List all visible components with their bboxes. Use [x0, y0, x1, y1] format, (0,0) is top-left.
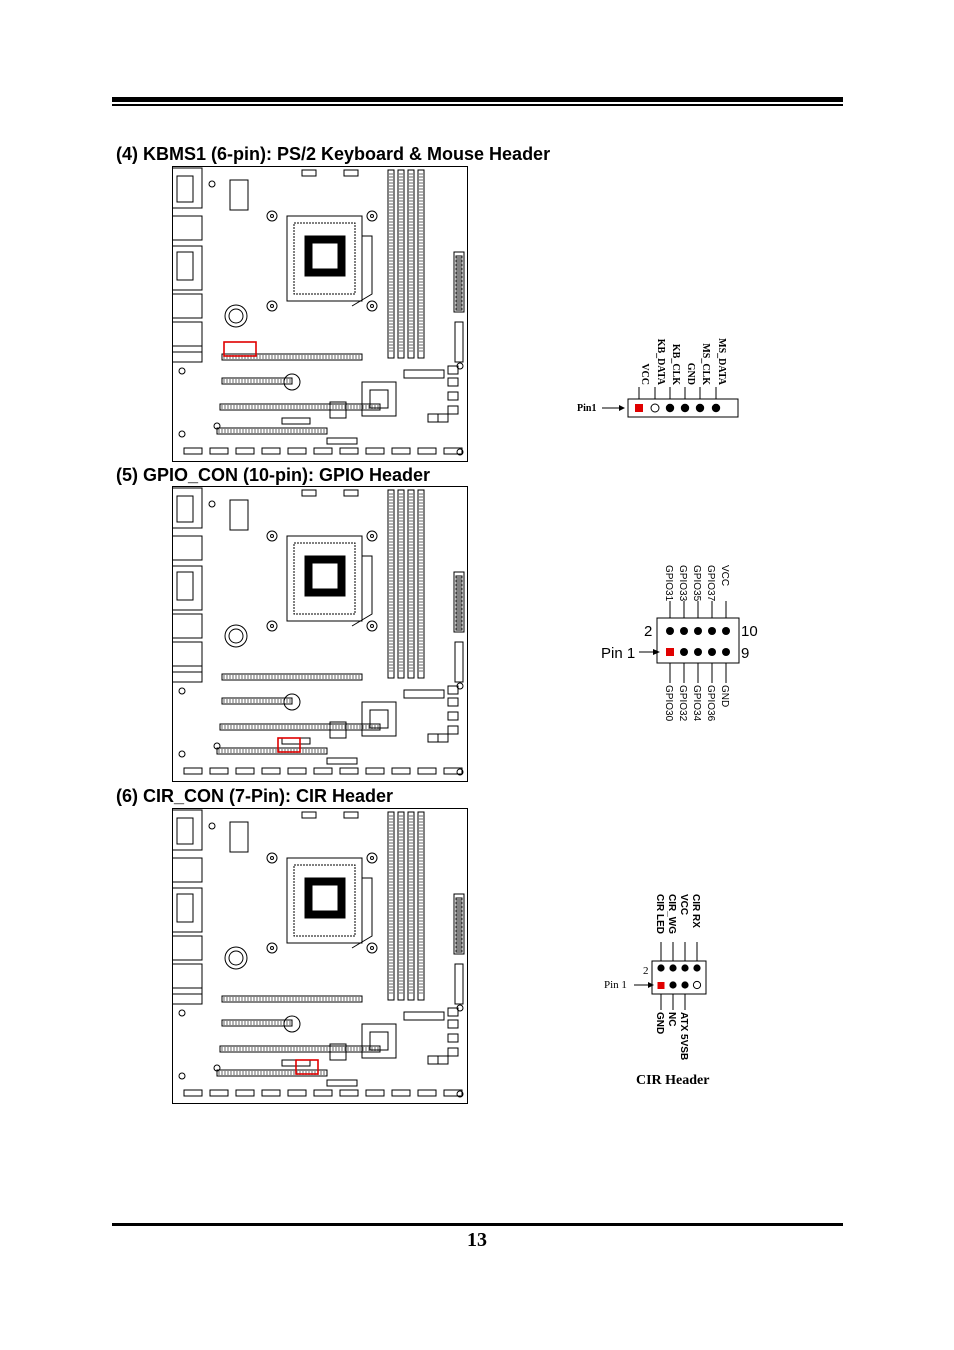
kbms1-pin1-label: Pin1 [577, 403, 596, 414]
kbms1-pin-4 [680, 403, 690, 413]
cir-bottom-pin-label: GND [654, 1012, 665, 1034]
page-number: 13 [467, 1229, 487, 1251]
gpio-bottom-pin-label: GPIO32 [677, 685, 688, 722]
cir-top-pin-label: CIR LED [654, 894, 665, 934]
cir-bottom-pin [669, 981, 677, 989]
cir-row-label-2: 2 [643, 965, 649, 977]
kbms1-pin-6 [711, 403, 721, 413]
kbms1-pin-label: MS_CLK [700, 343, 711, 385]
kbms1-pin-label: MS_DATA [716, 338, 727, 386]
motherboard-diagram-kbms1 [172, 166, 468, 462]
cir-bottom-pin [681, 981, 689, 989]
bottom-rule [112, 1223, 843, 1226]
gpio-row-label-2: 2 [644, 623, 652, 640]
cir-pin-1 [657, 982, 665, 989]
cir-bottom-pin-label: NC [666, 1012, 677, 1026]
kbms1-pin-2 [650, 403, 660, 413]
gpio-top-pin-label: GPIO37 [705, 565, 716, 602]
motherboard-diagram-cir [172, 808, 468, 1104]
cir-empty-pin [692, 980, 702, 990]
gpio-top-pin-label: GPIO33 [677, 565, 688, 602]
gpio-top-pin [722, 627, 730, 635]
gpio-top-pin [680, 627, 688, 635]
gpio-row-label-10: 10 [741, 623, 758, 640]
kbms1-pin-5 [695, 403, 705, 413]
gpio-bottom-pin-label: GND [719, 685, 730, 707]
gpio-pin-1 [666, 648, 674, 656]
top-rule-thin [112, 104, 843, 106]
section-heading-kbms1: (4) KBMS1 (6-pin): PS/2 Keyboard & Mouse… [116, 144, 551, 164]
motherboard-diagram-gpio [172, 486, 468, 782]
gpio-bottom-pin [680, 648, 688, 656]
section-heading-gpio: (5) GPIO_CON (10-pin): GPIO Header [116, 465, 431, 485]
cir-top-pin-label: CIR_WG [666, 894, 677, 934]
gpio-bottom-pin [694, 648, 702, 656]
top-rule-thick [112, 97, 843, 102]
kbms1-pin-label: GND [685, 363, 696, 385]
gpio-pin1-label: Pin 1 [601, 645, 635, 662]
kbms1-pin-3 [665, 403, 675, 413]
cir-top-pin [693, 964, 701, 972]
gpio-bottom-pin-label: GPIO34 [691, 685, 702, 722]
cir-top-pin [657, 964, 665, 972]
gpio-bottom-pin-label: GPIO36 [705, 685, 716, 722]
gpio-bottom-pin-label: GPIO30 [663, 685, 674, 722]
kbms1-pin-label: VCC [639, 363, 650, 385]
cir-top-pin [669, 964, 677, 972]
gpio-bottom-pin [722, 648, 730, 656]
gpio-row-label-9: 9 [741, 645, 749, 662]
cir-bottom-pin-label: ATX 5VSB [678, 1012, 689, 1060]
gpio-top-pin-label: GPIO31 [663, 565, 674, 602]
gpio-top-pin [708, 627, 716, 635]
gpio-top-pin-label: VCC [719, 565, 730, 586]
kbms1-pin-label: KB_DATA [655, 339, 666, 386]
kbms1-pin-diagram: VCC KB_DATA KB_CLK GND MS_CLK MS_DATA Pin1 [577, 338, 739, 418]
gpio-top-pin-label: GPIO35 [691, 565, 702, 602]
gpio-top-pin [666, 627, 674, 635]
cir-caption: CIR Header [636, 1073, 710, 1088]
gpio-top-pin [694, 627, 702, 635]
section-heading-cir: (6) CIR_CON (7-Pin): CIR Header [116, 786, 394, 806]
kbms1-pin-1 [635, 404, 643, 412]
kbms1-pin-label: KB_CLK [670, 344, 681, 385]
cir-top-pin-label: CIR RX [690, 894, 701, 928]
cir-top-pin [681, 964, 689, 972]
cir-pin1-label: Pin 1 [604, 979, 627, 991]
cir-top-pin-label: VCC [678, 894, 689, 915]
gpio-bottom-pin [708, 648, 716, 656]
